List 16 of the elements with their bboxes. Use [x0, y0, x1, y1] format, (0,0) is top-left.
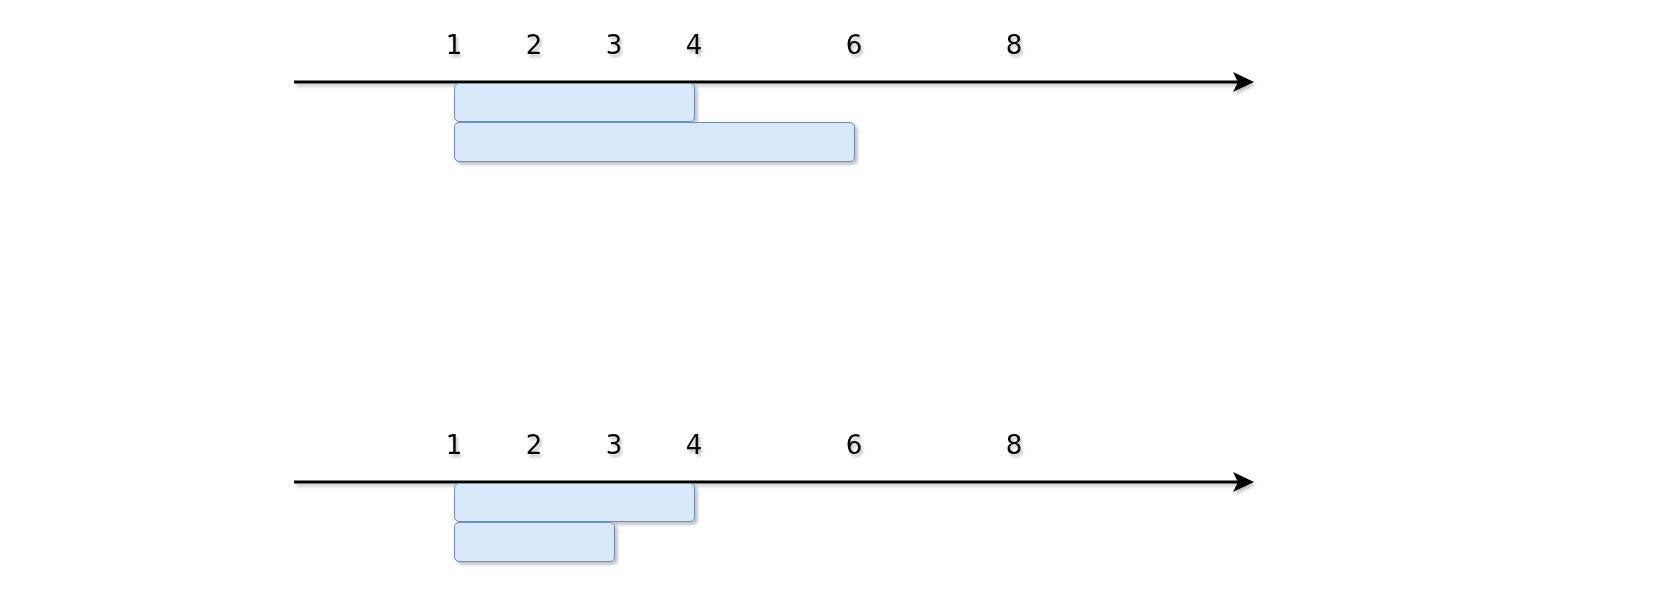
tick-label: 3: [605, 30, 623, 60]
tick-label: 6: [845, 430, 863, 460]
tick-label: 2: [525, 30, 543, 60]
tick-label: 8: [1005, 30, 1023, 60]
tick-label: 4: [685, 430, 703, 460]
tick-label: 6: [845, 30, 863, 60]
interval-bar: [454, 522, 615, 562]
interval-bar: [454, 483, 695, 522]
tick-label: 1: [445, 30, 463, 60]
interval-bar: [454, 122, 855, 162]
tick-label: 3: [605, 430, 623, 460]
tick-label: 1: [445, 430, 463, 460]
tick-label: 8: [1005, 430, 1023, 460]
interval-bar: [454, 83, 695, 122]
tick-label: 4: [685, 30, 703, 60]
tick-label: 2: [525, 430, 543, 460]
